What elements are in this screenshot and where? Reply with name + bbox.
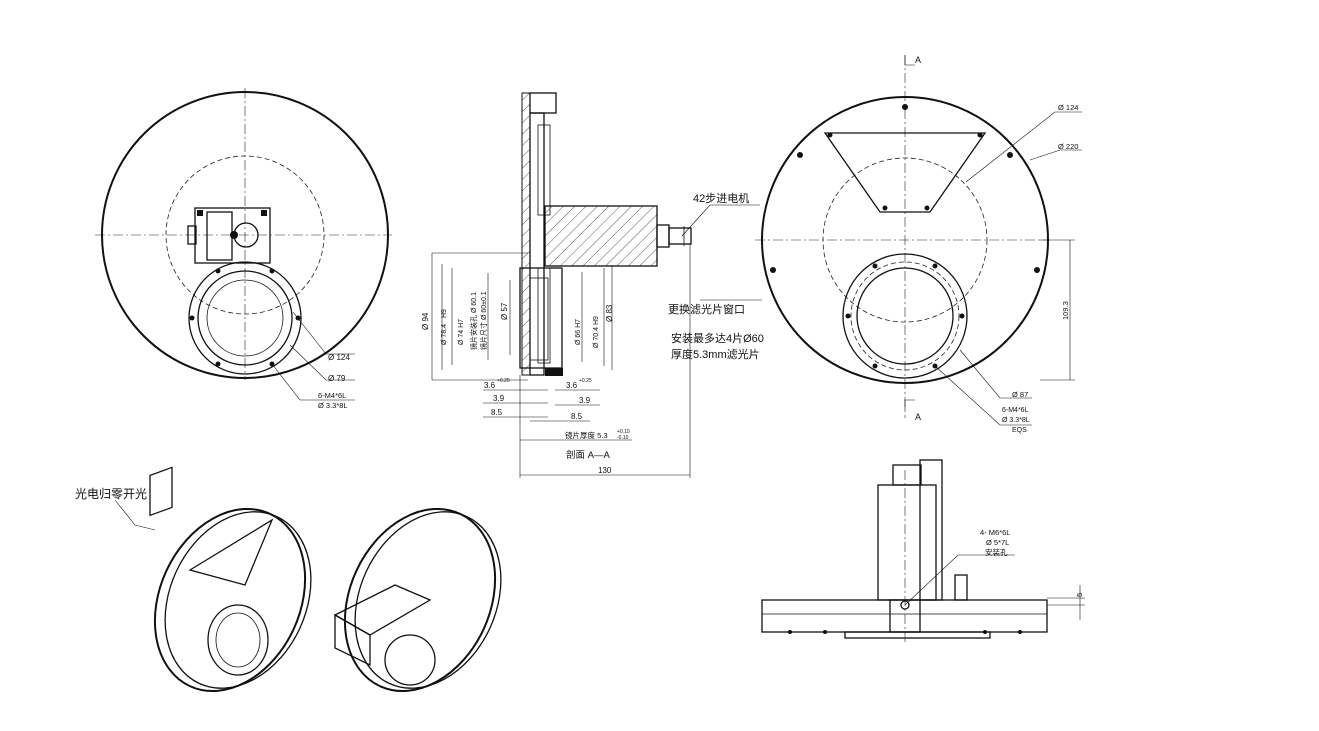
tol-minus: -0.10 [617,435,629,441]
dim-d79-left: Ø 79 [328,374,346,383]
dim-lens-thickness: 镜片厚度 5.3 [565,430,608,440]
dim-mount-hole: 镜片安装孔 Ø 60.1 [469,292,478,350]
section-caption: 剖面 A—A [566,449,610,461]
dim-holes-a-left: 6-M4*6L [318,391,346,400]
stepper-motor-label: 42步进电机 [693,191,749,205]
dim-85-b: 8.5 [571,412,583,421]
dim-d87: Ø 87 [1012,390,1028,399]
dim-holes-b-right: Ø 3.3*8L [1002,417,1030,424]
disk-plate [521,92,531,376]
motor-body [544,205,658,267]
tol-025-a: +0.25 [497,378,510,384]
dim-holes-b-left: Ø 3.3*8L [318,401,348,410]
dim-39-a: 3.9 [493,394,505,403]
dim-d220: Ø 220 [1058,142,1078,151]
dim-d83: Ø 83 [605,304,614,322]
dim-36-b: 3.6 [566,381,578,390]
dim-h9-a: H9 [441,309,448,318]
front-view-right: A A Ø 124 Ø 220 109.3 Ø 87 6-M4*6L Ø 3.3… [755,55,1082,434]
dim-d94: Ø 94 [421,312,430,330]
stepper-motor-front [187,207,271,264]
dim-d704: Ø 70.4 H9 [593,316,600,348]
mount-label-c: 安装孔 [985,547,1008,557]
dim-5: 5 [1075,593,1084,597]
mount-label-a: 4- M6*6L [980,528,1010,537]
dim-holes-a-right: 6-M4*6L [1002,407,1029,414]
dim-130: 130 [598,466,612,475]
dim-1093: 109.3 [1061,301,1070,320]
section-mark-top: A [915,55,921,65]
front-view-left: Ø 124 Ø 79 6-M4*6L Ø 3.3*8L [95,88,392,410]
dim-d784: Ø 78.4 [441,324,448,345]
dim-d124-left: Ø 124 [328,353,350,362]
home-switch-label: 光电归零开光 [75,487,147,501]
note-thickness: 厚度5.3mm滤光片 [671,347,760,361]
dim-lens-size: 镜片尺寸 Ø 60±0.1 [479,291,488,350]
tol-025-b: +0.25 [579,378,592,384]
note-capacity: 安装最多达4片Ø60 [671,331,764,345]
dim-eqs: EQS [1012,427,1027,434]
section-vertical-dims: Ø 94 Ø 78.4 H9 Ø 74 H7 镜片安装孔 Ø 60.1 镜片尺寸… [421,252,614,381]
section-mark-bottom: A [915,412,921,422]
dim-39-b: 3.9 [579,396,591,405]
isometric-back [333,507,502,693]
dim-85-a: 8.5 [491,408,503,417]
section-horizontal-dims: 3.6 +0.25 3.9 8.5 3.6 +0.25 3.9 8.5 镜片厚度… [483,244,691,478]
dim-36-a: 3.6 [484,381,496,390]
filter-notes: 更换滤光片窗口 安装最多达4片Ø60 厚度5.3mm滤光片 [668,299,764,361]
dim-d74: Ø 74 H7 [458,319,465,345]
dim-d124-right: Ø 124 [1058,103,1078,112]
section-view: Ø 94 Ø 78.4 H9 Ø 74 H7 镜片安装孔 Ø 60.1 镜片尺寸… [421,92,760,478]
dim-d66: Ø 66 H7 [575,319,582,345]
dim-d57: Ø 57 [500,302,509,320]
mount-label-b: Ø 5*7L [986,538,1009,547]
tol-plus: +0.10 [617,429,630,435]
filter-window-right [842,253,968,379]
note-window: 更换滤光片窗口 [668,302,745,316]
side-view: 4- M6*6L Ø 5*7L 安装孔 5 [761,459,1085,645]
isometric-front [149,466,312,693]
